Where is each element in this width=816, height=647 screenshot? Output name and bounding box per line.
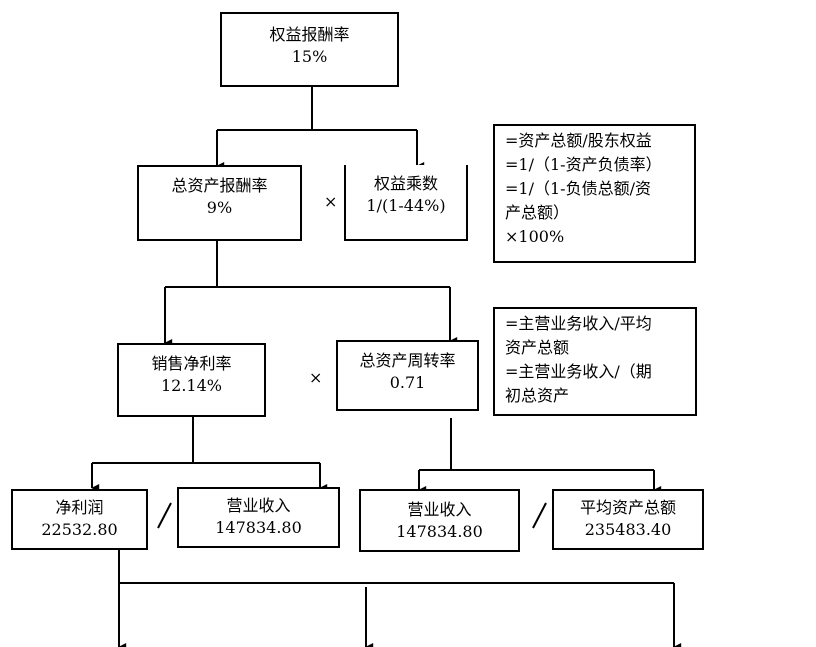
equity-multiplier-title: 权益乘数 bbox=[373, 174, 438, 193]
average-assets-box: 平均资产总额 235483.40 bbox=[552, 489, 704, 550]
net-profit-margin-title: 销售净利率 bbox=[151, 354, 232, 373]
multiply-sign-2: × bbox=[309, 368, 323, 387]
revenue-right-title: 营业收入 bbox=[407, 500, 472, 519]
roa-box: 总资产报酬率 9% bbox=[137, 165, 302, 241]
roa-title: 总资产报酬率 bbox=[171, 176, 268, 195]
roe-value: 15% bbox=[291, 47, 328, 66]
roe-title: 权益报酬率 bbox=[269, 25, 350, 44]
em-note-line-3: =1/（1-负债总额/资 bbox=[505, 179, 651, 198]
asset-turnover-note: =主营业务收入/平均 资产总额 =主营业务收入/（期 初总资产 bbox=[493, 307, 697, 416]
em-note-line-1: =资产总额/股东权益 bbox=[505, 131, 652, 150]
revenue-left-value: 147834.80 bbox=[215, 518, 302, 537]
revenue-right-value: 147834.80 bbox=[396, 522, 483, 541]
revenue-left-title: 营业收入 bbox=[226, 496, 291, 515]
asset-turnover-value: 0.71 bbox=[389, 373, 426, 392]
em-note-line-4: 产总额） bbox=[505, 203, 570, 222]
net-profit-title: 净利润 bbox=[55, 498, 104, 517]
net-profit-box: 净利润 22532.80 bbox=[11, 489, 148, 550]
tat-note-line-4: 初总资产 bbox=[505, 386, 570, 405]
net-profit-value: 22532.80 bbox=[41, 520, 118, 539]
em-note-line-5: ×100% bbox=[505, 227, 565, 246]
asset-turnover-box: 总资产周转率 0.71 bbox=[336, 340, 479, 411]
roe-box: 权益报酬率 15% bbox=[220, 12, 399, 87]
equity-multiplier-box: 权益乘数 1/(1-44%) bbox=[344, 165, 468, 241]
average-assets-title: 平均资产总额 bbox=[579, 498, 676, 517]
tat-note-line-1: =主营业务收入/平均 bbox=[505, 314, 652, 333]
em-note-line-2: =1/（1-资产负债率） bbox=[505, 155, 662, 174]
multiply-sign-1: × bbox=[324, 192, 338, 211]
roa-value: 9% bbox=[206, 198, 233, 217]
tat-note-line-2: 资产总额 bbox=[505, 338, 570, 357]
equity-multiplier-note: =资产总额/股东权益 =1/（1-资产负债率） =1/（1-负债总额/资 产总额… bbox=[493, 124, 696, 263]
average-assets-value: 235483.40 bbox=[584, 520, 672, 539]
net-profit-margin-value: 12.14% bbox=[160, 376, 222, 395]
asset-turnover-title: 总资产周转率 bbox=[359, 351, 456, 370]
revenue-box-left: 营业收入 147834.80 bbox=[177, 487, 340, 548]
net-profit-margin-box: 销售净利率 12.14% bbox=[117, 343, 266, 417]
tat-note-line-3: =主营业务收入/（期 bbox=[505, 362, 652, 381]
revenue-box-right: 营业收入 147834.80 bbox=[359, 489, 520, 552]
equity-multiplier-value: 1/(1-44%) bbox=[366, 196, 446, 215]
